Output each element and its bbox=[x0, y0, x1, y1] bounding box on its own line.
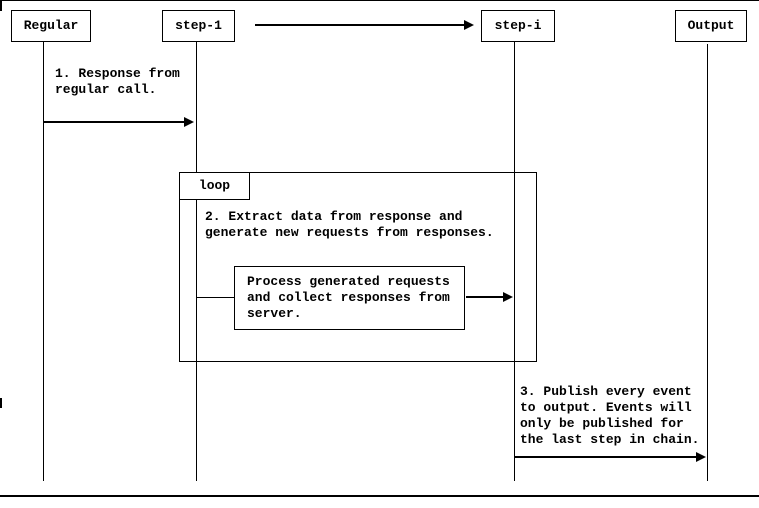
process-arrow-line bbox=[466, 296, 504, 298]
message-1-arrowhead bbox=[184, 117, 194, 127]
message-3-arrow-line bbox=[514, 456, 697, 458]
process-box: Process generated requests and collect r… bbox=[234, 266, 465, 330]
loop-label: loop bbox=[198, 178, 231, 193]
left-edge-tick-mid bbox=[0, 398, 2, 408]
lifeline-step-i bbox=[514, 42, 515, 481]
bottom-edge-line bbox=[0, 495, 759, 497]
actor-label-step-i: step-i bbox=[494, 18, 542, 33]
actor-box-output: Output bbox=[675, 10, 747, 42]
message-3-text: 3. Publish every event to output. Events… bbox=[520, 384, 700, 447]
actor-box-step-i: step-i bbox=[481, 10, 555, 42]
loop-fragment-box bbox=[179, 172, 537, 362]
lifeline-output bbox=[707, 44, 708, 481]
message-1-text: 1. Response from regular call. bbox=[55, 66, 180, 97]
lifeline-step-1 bbox=[196, 42, 197, 481]
process-connector-left bbox=[196, 297, 234, 298]
top-edge-line bbox=[0, 0, 759, 1]
lifeline-regular bbox=[43, 42, 44, 481]
process-arrowhead bbox=[503, 292, 513, 302]
actor-box-step-1: step-1 bbox=[162, 10, 235, 42]
loop-label-box: loop bbox=[179, 172, 250, 200]
actor-label-output: Output bbox=[687, 18, 735, 33]
left-edge-tick-top bbox=[0, 0, 2, 11]
message-2-text: 2. Extract data from response and genera… bbox=[205, 209, 494, 240]
actor-label-regular: Regular bbox=[23, 18, 79, 33]
actor-box-regular: Regular bbox=[11, 10, 91, 42]
chain-arrowhead bbox=[464, 20, 474, 30]
message-3-arrowhead bbox=[696, 452, 706, 462]
message-1-arrow-line bbox=[43, 121, 185, 123]
chain-arrow-line bbox=[255, 24, 465, 26]
actor-label-step-1: step-1 bbox=[175, 18, 222, 33]
process-box-text: Process generated requests and collect r… bbox=[247, 274, 450, 321]
